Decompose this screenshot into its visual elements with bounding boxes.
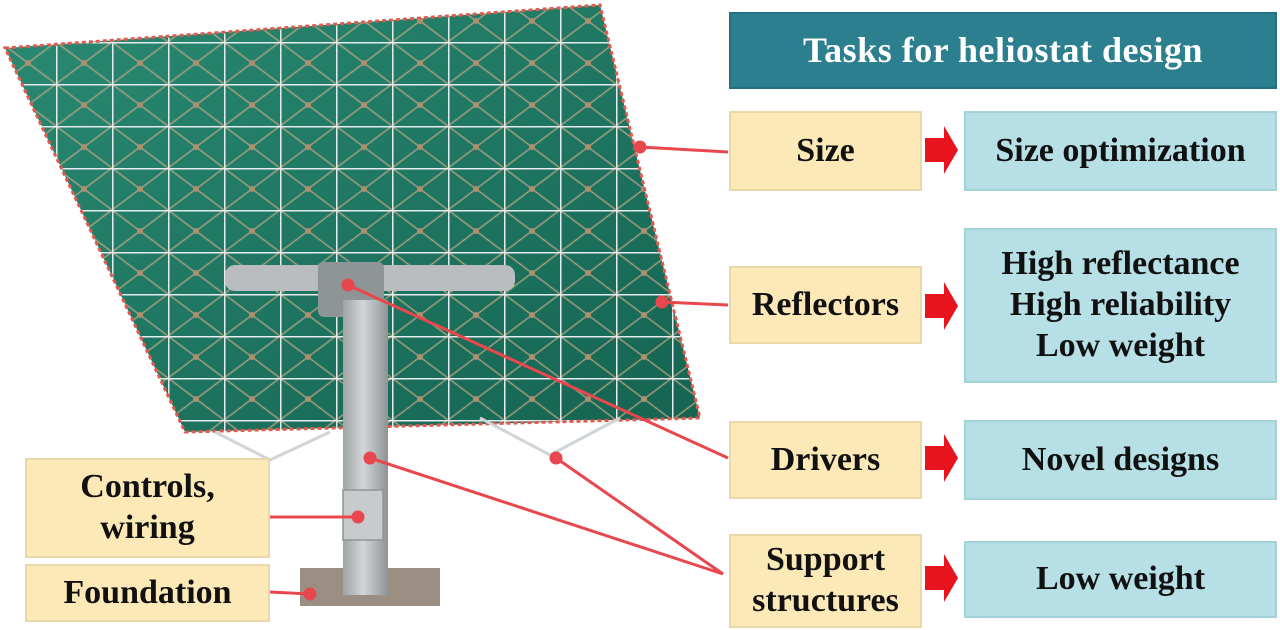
support-label-line: structures [752, 582, 899, 619]
component-reflectors: Reflectors [729, 266, 922, 344]
controls-label-line: Controls, [80, 468, 215, 506]
leader-support-post-dot [363, 451, 377, 465]
leader-foundation [269, 590, 311, 596]
label-foundation: Foundation [25, 564, 270, 622]
task-line: High reliability [1009, 286, 1232, 324]
task-line: High reflectance [1001, 245, 1240, 283]
task-drivers: Novel designs [964, 420, 1277, 500]
leader-reflectors-dot [655, 295, 669, 309]
component-support-structures: Support structures [729, 534, 922, 628]
truss-legs-left [214, 430, 331, 462]
task-line: Low weight [1035, 326, 1206, 364]
leader-size [639, 145, 729, 154]
task-reflectors: High reflectance High reliability Low we… [964, 228, 1277, 383]
task-size: Size optimization [964, 111, 1277, 191]
arrow-right-icon [925, 554, 958, 602]
leader-lines [269, 140, 729, 601]
tasks-header: Tasks for heliostat design [729, 12, 1277, 89]
leader-reflectors [661, 300, 729, 307]
leader-foundation-dot [303, 587, 317, 601]
leader-support-truss-dot [549, 451, 563, 465]
arrow-right-icon [925, 434, 958, 482]
leader-controls-dot [351, 510, 365, 524]
task-line: Size optimization [995, 131, 1246, 169]
leader-drivers [347, 283, 729, 460]
leader-size-dot [633, 140, 647, 154]
support-label-line: Support [765, 541, 886, 579]
arrow-right-icon [925, 126, 958, 174]
truss-frame [5, 5, 700, 432]
leader-drivers-dot [341, 278, 355, 292]
task-line: Novel designs [1021, 440, 1220, 478]
task-support: Low weight [964, 541, 1277, 618]
task-line: Low weight [1035, 560, 1206, 598]
component-drivers: Drivers [729, 421, 922, 499]
leader-support-post [369, 456, 724, 576]
truss-legs-right [479, 416, 621, 457]
arrows [925, 126, 958, 602]
component-size: Size [729, 111, 922, 191]
controls-label-line: wiring [100, 509, 195, 546]
support-post [343, 300, 388, 595]
label-controls-wiring: Controls, wiring [25, 458, 270, 558]
arrow-right-icon [925, 282, 958, 330]
leader-support-truss [555, 456, 724, 576]
